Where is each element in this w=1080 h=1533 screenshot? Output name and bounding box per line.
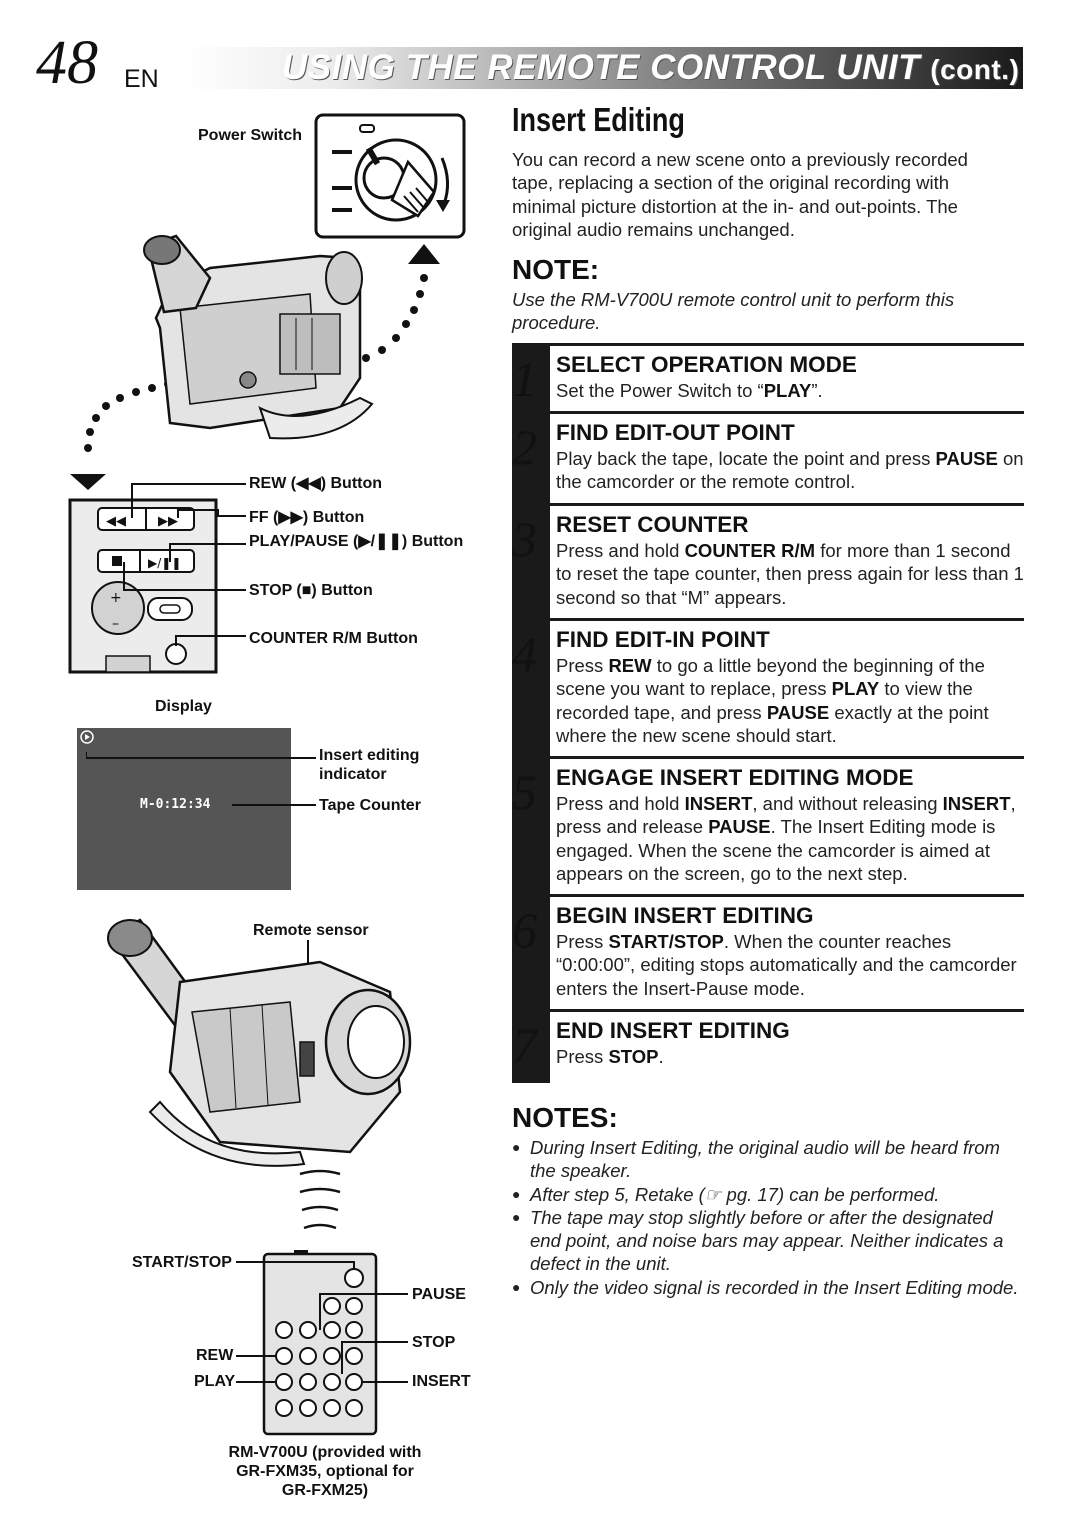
svg-text:◀◀: ◀◀ [106,514,126,529]
step-title: FIND EDIT-OUT POINT [556,420,795,445]
page-title-suffix: (cont.) [930,54,1020,85]
remote-sensor-label: Remote sensor [253,922,369,939]
page-title-main: USING THE REMOTE CONTROL UNIT [282,48,921,87]
step-number: 2 [512,419,537,475]
stop-button-label: STOP (■) Button [249,582,373,599]
step-title: END INSERT EDITING [556,1018,790,1043]
insert-indicator-label: Insert editing indicator [319,747,420,783]
step-body: Press STOP. [556,1046,664,1067]
camcorder-front-illustration [107,918,412,1230]
power-switch-label: Power Switch [198,127,303,144]
note-heading: NOTE: [512,254,600,285]
step-body: Set the Power Switch to “PLAY”. [556,380,823,401]
bullet-icon: ● [512,1139,521,1155]
steps-side-bar [512,343,550,1083]
step-divider [550,756,1024,759]
tape-counter-label: Tape Counter [319,797,421,814]
display-screen [77,728,291,890]
play-pause-button-label: PLAY/PAUSE (▶/❚❚) Button [249,533,464,550]
power-switch-illustration [314,113,466,239]
page-number: 48 [36,29,98,97]
camcorder-back-illustration [70,234,440,490]
remote-pause-label: PAUSE [412,1286,466,1303]
title-bar [182,47,1023,89]
step-body: Play back the tape, locate the point and… [556,448,1024,493]
step-body: Press REW to go a little beyond the begi… [556,655,989,746]
intro-paragraph: You can record a new scene onto a previo… [512,149,968,240]
step-number: 5 [512,764,537,820]
step-number: 3 [512,511,537,567]
note-item: ● Only the video signal is recorded in th… [512,1276,1024,1299]
remote-control-illustration [262,1250,378,1436]
step-divider [550,343,1024,346]
counter-button-label: COUNTER R/M Button [249,630,418,647]
step-title: ENGAGE INSERT EDITING MODE [556,765,914,790]
note-item: ● The tape may stop slightly before or af… [512,1206,1024,1276]
step-title: FIND EDIT-IN POINT [556,627,770,652]
remote-leader-lines [236,1261,408,1383]
remote-insert-label: INSERT [412,1373,471,1390]
notes-list: ● During Insert Editing, the original aud… [512,1136,1024,1299]
insert-indicator-icon [80,730,94,744]
note-item: ● During Insert Editing, the original aud… [512,1136,1024,1183]
step-body: Press and hold COUNTER R/M for more than… [556,540,1024,608]
svg-text:+: + [110,590,122,606]
note-item-text: After step 5, Retake (☞ pg. 17) can be p… [530,1183,940,1205]
step-number: 1 [512,351,537,407]
step-divider [550,503,1024,506]
note-item-text: During Insert Editing, the original audi… [530,1137,1000,1182]
note-item-text: The tape may stop slightly before or aft… [530,1206,1004,1275]
step-divider [550,894,1024,897]
button-leader-lines [123,483,246,646]
step-title: RESET COUNTER [556,512,749,537]
step-body: Press and hold INSERT, and without relea… [556,793,1016,884]
step-number: 6 [512,902,537,958]
notes-heading: NOTES: [512,1102,618,1133]
step-number: 4 [512,626,537,682]
display-counter: M-0:12:34 [140,797,211,812]
bullet-icon: ● [512,1185,521,1202]
note-item: ● After step 5, Retake (☞ pg. 17) can be … [512,1183,1024,1206]
display-label: Display [155,698,212,715]
note-item-text: Only the video signal is recorded in the… [530,1276,1019,1298]
remote-caption-line-2: GR-FXM35, optional for [236,1463,414,1480]
remote-rew-label: REW [196,1347,234,1364]
ff-button-label: FF (▶▶) Button [249,509,365,526]
remote-caption-line-3: GR-FXM25) [281,1482,369,1499]
display-leader-lines [86,752,316,806]
step-divider [550,411,1024,414]
bullet-icon: ● [512,1278,521,1295]
step-divider [550,1009,1024,1012]
note-text: Use the RM-V700U remote control unit to … [512,289,955,334]
remote-caption-line-1: RM-V700U (provided with [228,1444,422,1461]
step-title: SELECT OPERATION MODE [556,352,857,377]
step-body: Press START/STOP. When the counter reach… [556,931,1017,999]
svg-text:–: – [112,616,119,632]
svg-text:▶/❚❚: ▶/❚❚ [148,556,181,570]
step-divider [550,618,1024,621]
svg-text:▶▶: ▶▶ [158,514,178,529]
page-language: EN [124,65,159,93]
rew-button-label: REW (◀◀) Button [249,475,383,492]
section-title: Insert Editing [512,101,685,138]
remote-play-label: PLAY [194,1373,236,1390]
remote-start-stop-label: START/STOP [132,1254,232,1271]
remote-stop-label: STOP [412,1334,456,1351]
step-number: 7 [512,1017,537,1073]
bullet-icon: ● [512,1208,521,1225]
page-title: USING THE REMOTE CONTROL UNIT (cont.) [282,48,1019,90]
step-title: BEGIN INSERT EDITING [556,903,814,928]
